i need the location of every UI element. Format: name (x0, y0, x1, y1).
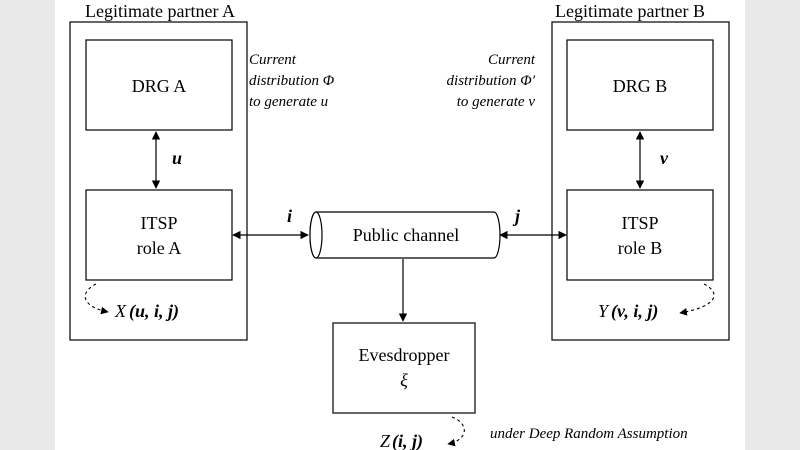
output-eve-args: (i, j) (392, 431, 423, 450)
public-channel-label: Public channel (353, 225, 459, 245)
eavesdropper-symbol: ξ (400, 370, 408, 390)
output-eve-formula: Z(i, j) (380, 431, 423, 450)
itsp-b-box (566, 189, 714, 281)
itsp-b-line1: ITSP (621, 213, 658, 233)
partner-a-frame (69, 21, 248, 341)
output-eve-func: Z (380, 431, 391, 450)
itsp-a-line2: role A (137, 238, 182, 258)
note-a-line1: Current (249, 52, 297, 68)
note-a-line2: distribution Φ (249, 73, 335, 89)
eavesdropper-label: Evesdropper (359, 345, 450, 365)
channel-label-j: j (512, 206, 521, 226)
output-eve-loop (447, 416, 465, 447)
itsp-a-line1: ITSP (140, 213, 177, 233)
output-a-func: X (114, 301, 127, 321)
output-b-args: (v, i, j) (611, 301, 658, 322)
partner-a-title: Legitimate partner A (85, 1, 235, 21)
arrow-label-v: v (660, 148, 669, 168)
deep-random-note: under Deep Random Assumption (490, 426, 688, 442)
public-channel-cylinder (309, 211, 501, 259)
drg-b-box (566, 39, 714, 131)
channel-label-i: i (287, 206, 292, 226)
drg-b-label: DRG B (613, 76, 668, 96)
note-b-line3: to generate v (457, 94, 536, 110)
output-b-func: Y (598, 301, 610, 321)
arrow-label-u: u (172, 148, 182, 168)
drg-a-label: DRG A (132, 76, 187, 96)
itsp-a-box (85, 189, 233, 281)
output-a-args: (u, i, j) (129, 301, 179, 322)
output-a-loop (84, 283, 109, 315)
note-b-line2: distribution Φ′ (447, 73, 536, 89)
output-b-loop (679, 283, 715, 316)
drg-a-box (85, 39, 233, 131)
note-a-line3: to generate u (249, 94, 328, 110)
eavesdropper-box (332, 322, 476, 414)
output-b-formula: Y(v, i, j) (598, 301, 658, 322)
itsp-b-line2: role B (618, 238, 663, 258)
note-b-line1: Current (488, 52, 536, 68)
partner-b-frame (551, 21, 730, 341)
output-a-formula: X(u, i, j) (114, 301, 179, 322)
partner-b-title: Legitimate partner B (555, 1, 705, 21)
